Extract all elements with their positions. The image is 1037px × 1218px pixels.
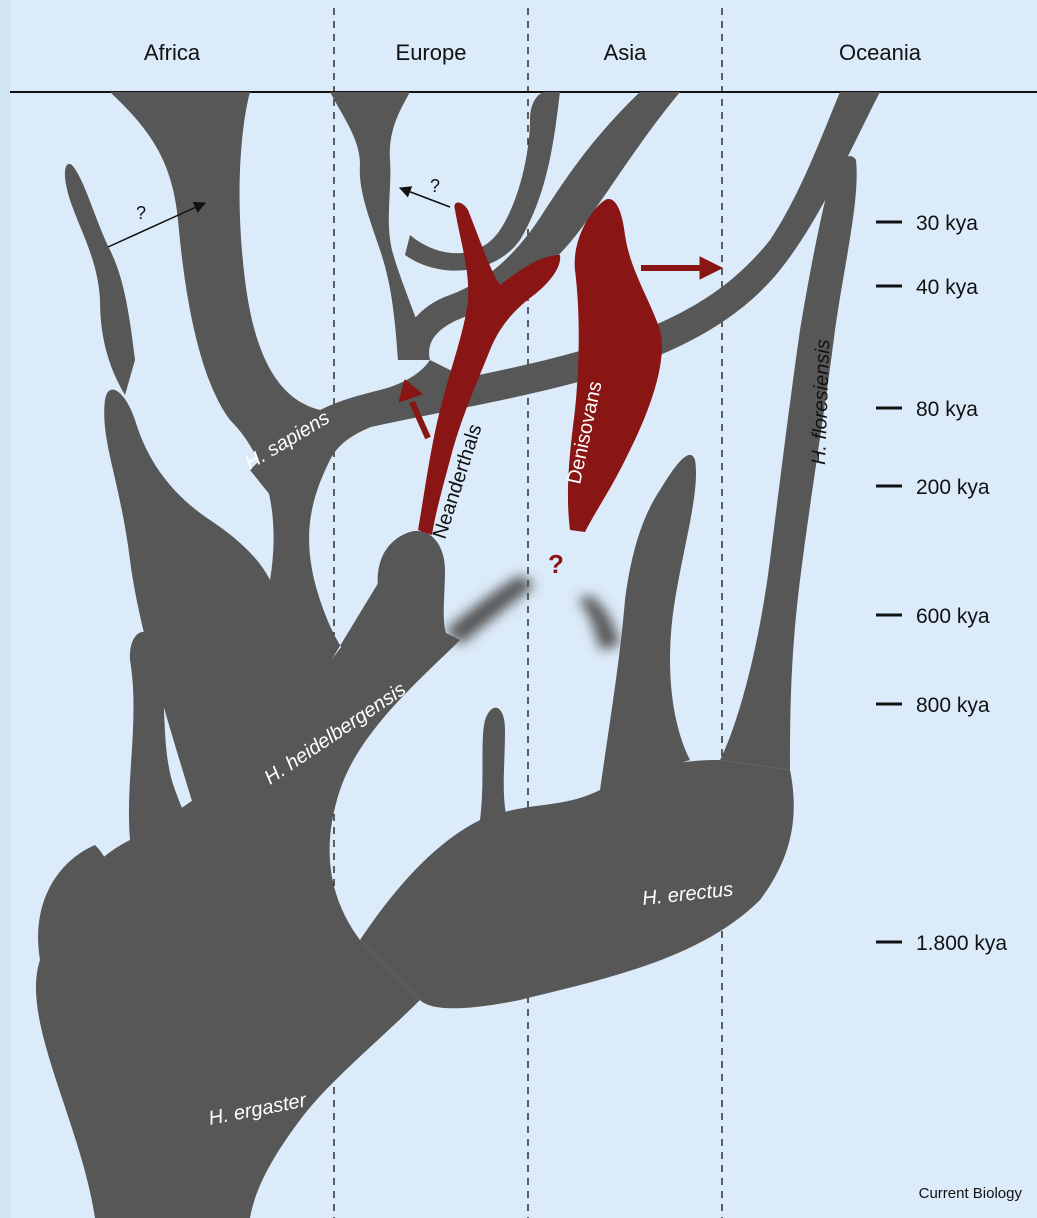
label-h-floresiensis: H. floresiensis	[808, 339, 834, 465]
arrow-neanderthal-shaft	[409, 400, 431, 440]
question-mark-origin: ?	[548, 549, 564, 579]
erectus-lower-loop	[420, 866, 539, 1000]
branch-floresiensis	[720, 156, 857, 770]
neanderthal-lineage	[418, 202, 561, 535]
time-tick-1800: 1.800 kya	[876, 932, 1007, 955]
finger-europe-fuzzy	[445, 575, 535, 645]
arrow-denisovan-east-head	[699, 256, 724, 280]
time-tick-80: 80 kya	[876, 398, 978, 421]
left-edge-strip	[0, 0, 10, 1218]
arrow-africa-uncertain	[107, 201, 207, 248]
region-label-europe: Europe	[396, 40, 467, 65]
finger-asia-fuzzy	[578, 595, 620, 650]
time-scale: 30 kya 40 kya 80 kya 200 kya 600 kya 800…	[876, 212, 1007, 955]
region-label-oceania: Oceania	[839, 40, 922, 65]
archaic-lineages	[418, 199, 662, 535]
erectus-left-finger	[480, 707, 510, 830]
region-label-asia: Asia	[604, 40, 648, 65]
branch-africa-far-left	[64, 164, 135, 395]
neanderthal-grey-knob	[377, 530, 450, 660]
denisovan-lineage	[567, 199, 662, 532]
tick-label: 800 kya	[916, 694, 990, 717]
credit-label: Current Biology	[919, 1185, 1023, 1202]
lobe-left-lower	[38, 845, 201, 1146]
lobe-left-upper	[128, 631, 210, 860]
time-tick-40: 40 kya	[876, 276, 978, 299]
tick-label: 600 kya	[916, 605, 990, 628]
hominin-lineage-trunk	[35, 92, 880, 1218]
header-band	[10, 8, 1037, 92]
tick-label: 80 kya	[916, 398, 978, 421]
region-label-africa: Africa	[144, 40, 201, 65]
question-mark-europe: ?	[430, 176, 440, 196]
red-arrows	[398, 256, 724, 440]
erectus-middle-finger	[600, 454, 696, 790]
time-tick-200: 200 kya	[876, 476, 990, 499]
arrow-europe-uncertain	[398, 186, 451, 208]
tick-label: 1.800 kya	[916, 932, 1007, 955]
branch-europe-top	[330, 92, 430, 360]
time-tick-800: 800 kya	[876, 694, 990, 717]
question-mark-africa: ?	[136, 203, 146, 223]
tick-label: 30 kya	[916, 212, 978, 235]
branch-europe-arc	[405, 92, 560, 271]
time-tick-600: 600 kya	[876, 605, 990, 628]
tick-label: 200 kya	[916, 476, 990, 499]
time-tick-30: 30 kya	[876, 212, 978, 235]
tick-label: 40 kya	[916, 276, 978, 299]
arrow-neanderthal-head	[398, 379, 424, 403]
